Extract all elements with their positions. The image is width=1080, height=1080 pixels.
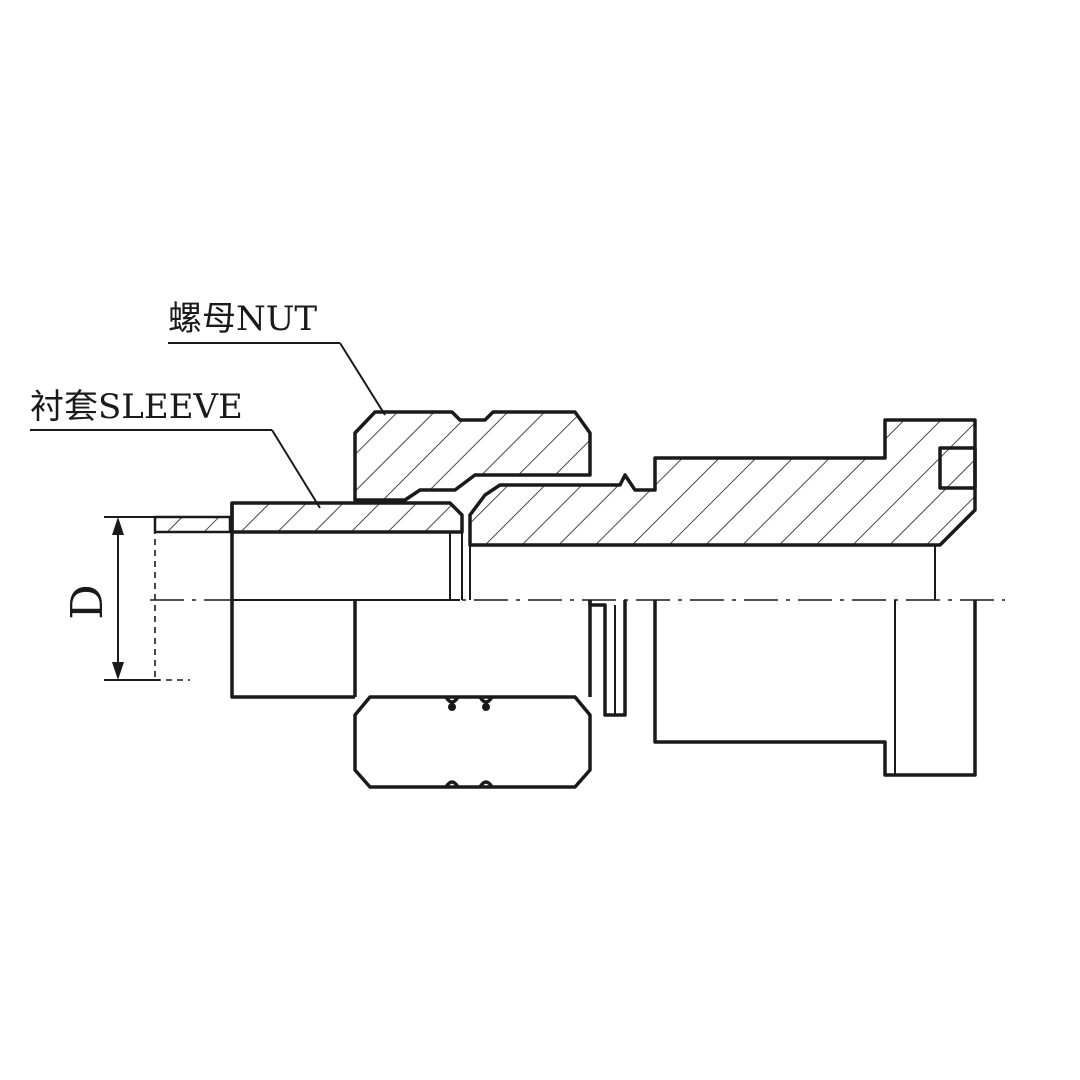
sleeve-body	[230, 503, 460, 699]
nut-section	[353, 410, 592, 502]
oring-groove	[938, 446, 977, 490]
tube-wall-section	[153, 515, 232, 534]
nut-leader	[339, 342, 386, 416]
dimension-d-label: D	[62, 584, 113, 619]
body-section	[468, 418, 977, 547]
nut-lower	[353, 600, 592, 789]
dimension-d	[104, 516, 160, 681]
sleeve-section	[230, 501, 464, 534]
sleeve-leader	[271, 429, 321, 509]
leader-lines	[30, 342, 386, 509]
nut-label: 螺母NUT	[168, 299, 317, 339]
body-lower	[469, 545, 977, 777]
tube-outline	[153, 515, 232, 681]
sleeve-label: 衬套SLEEVE	[30, 387, 243, 427]
